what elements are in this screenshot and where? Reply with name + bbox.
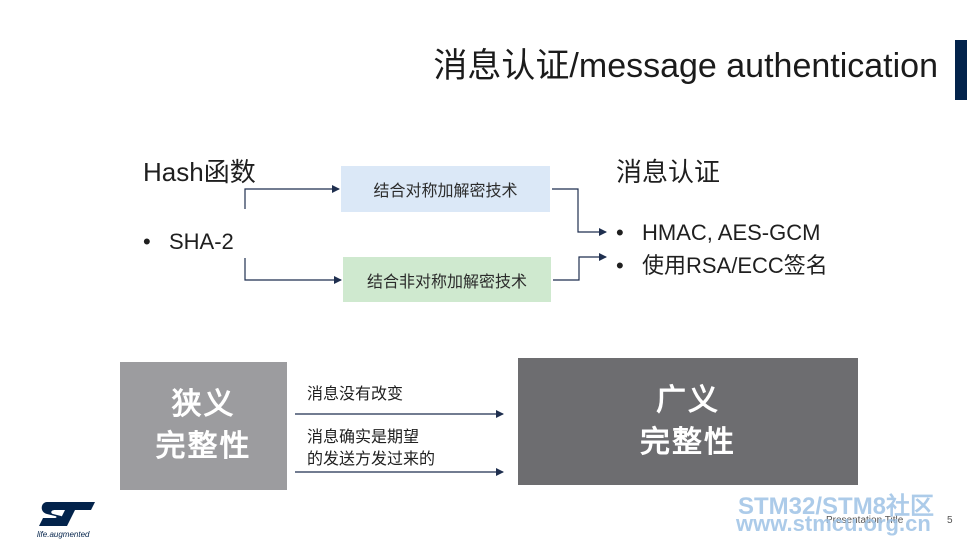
arrow-asymmetric-to-auth	[553, 253, 607, 281]
slide-title: 消息认证/message authentication	[433, 47, 938, 85]
arrow-hash-to-symmetric	[244, 185, 340, 209]
st-logo-icon	[39, 502, 95, 526]
watermark-line1: STM32/STM8社区	[738, 493, 935, 520]
logo-tagline: life.augmented	[37, 530, 90, 539]
broad-integrity-line2: 完整性	[640, 425, 736, 459]
arrow2-label-line2: 的发送方发过来的	[307, 451, 436, 468]
auth-bullet-1-text: HMAC, AES-GCM	[642, 220, 821, 245]
title-accent-bar	[955, 40, 967, 100]
bullet-dot-icon: •	[143, 229, 151, 254]
narrow-integrity-box: 狭义 完整性	[120, 362, 287, 490]
symmetric-crypto-box: 结合对称加解密技术	[341, 166, 550, 212]
footer-page-number: 5	[947, 515, 953, 526]
bullet-dot-icon: •	[616, 220, 624, 245]
arrow1-label: 消息没有改变	[307, 386, 404, 403]
footer-presentation-title: Presentation Title	[826, 515, 904, 526]
hash-bullet-text: SHA-2	[169, 229, 234, 254]
narrow-integrity-line1: 狭义	[171, 388, 236, 421]
hash-bullet: • SHA-2	[143, 229, 234, 255]
arrow-hash-to-asymmetric	[244, 258, 342, 284]
bullet-dot-icon: •	[616, 253, 624, 278]
arrow2-label-line1: 消息确实是期望	[307, 429, 420, 446]
message-auth-heading: 消息认证	[616, 157, 721, 187]
narrow-integrity-line2: 完整性	[155, 430, 252, 463]
watermark-line2: www.stmcu.org.cn	[736, 511, 931, 536]
auth-bullet-2-text: 使用RSA/ECC签名	[642, 253, 828, 278]
broad-integrity-line1: 广义	[656, 383, 720, 417]
broad-integrity-box: 广义 完整性	[518, 358, 858, 485]
arrow-symmetric-to-auth	[552, 188, 607, 236]
hash-function-heading: Hash函数	[143, 157, 256, 187]
auth-bullet-2: • 使用RSA/ECC签名	[616, 248, 828, 280]
asymmetric-crypto-box: 结合非对称加解密技术	[343, 257, 551, 302]
auth-bullet-1: • HMAC, AES-GCM	[616, 220, 820, 246]
